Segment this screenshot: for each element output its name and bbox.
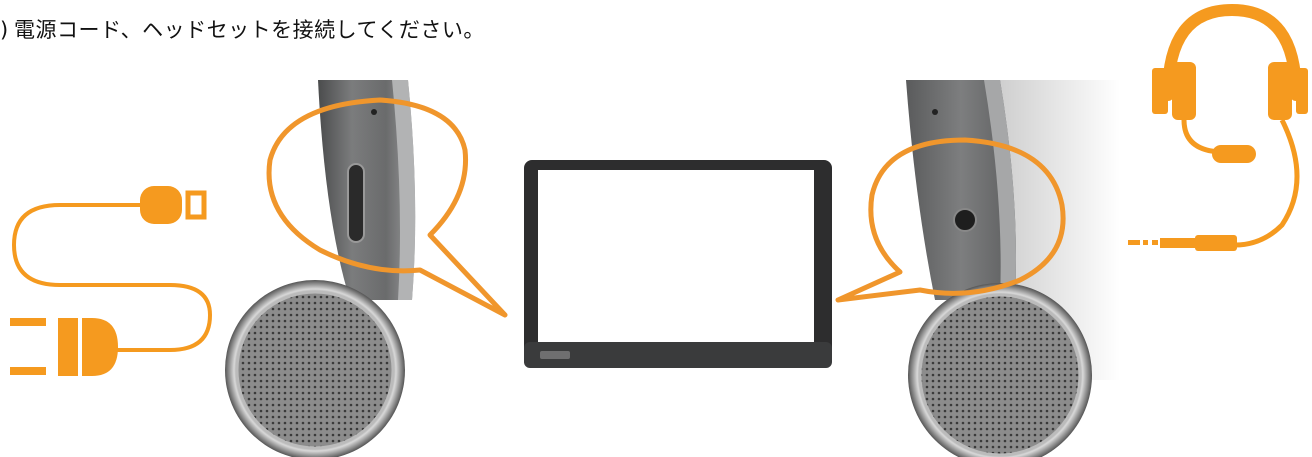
- headset-icon: [1128, 3, 1308, 251]
- callout-audio-jack: [835, 137, 1066, 303]
- tablet-right-edge: [906, 80, 1120, 457]
- tablet-screen: [538, 170, 814, 342]
- tablet-left-edge: [225, 80, 416, 457]
- usb-c-port-icon: [347, 163, 365, 243]
- power-cord-icon: [10, 186, 213, 376]
- callout-usb-c: [266, 97, 508, 318]
- instruction-text: )電源コード、ヘッドセットを接続してください。: [0, 12, 485, 48]
- instruction-prefix: ): [0, 18, 9, 42]
- audio-jack-icon: [953, 208, 977, 232]
- instruction-label: 電源コード、ヘッドセットを接続してください。: [14, 18, 485, 42]
- tablet-front: [524, 160, 832, 368]
